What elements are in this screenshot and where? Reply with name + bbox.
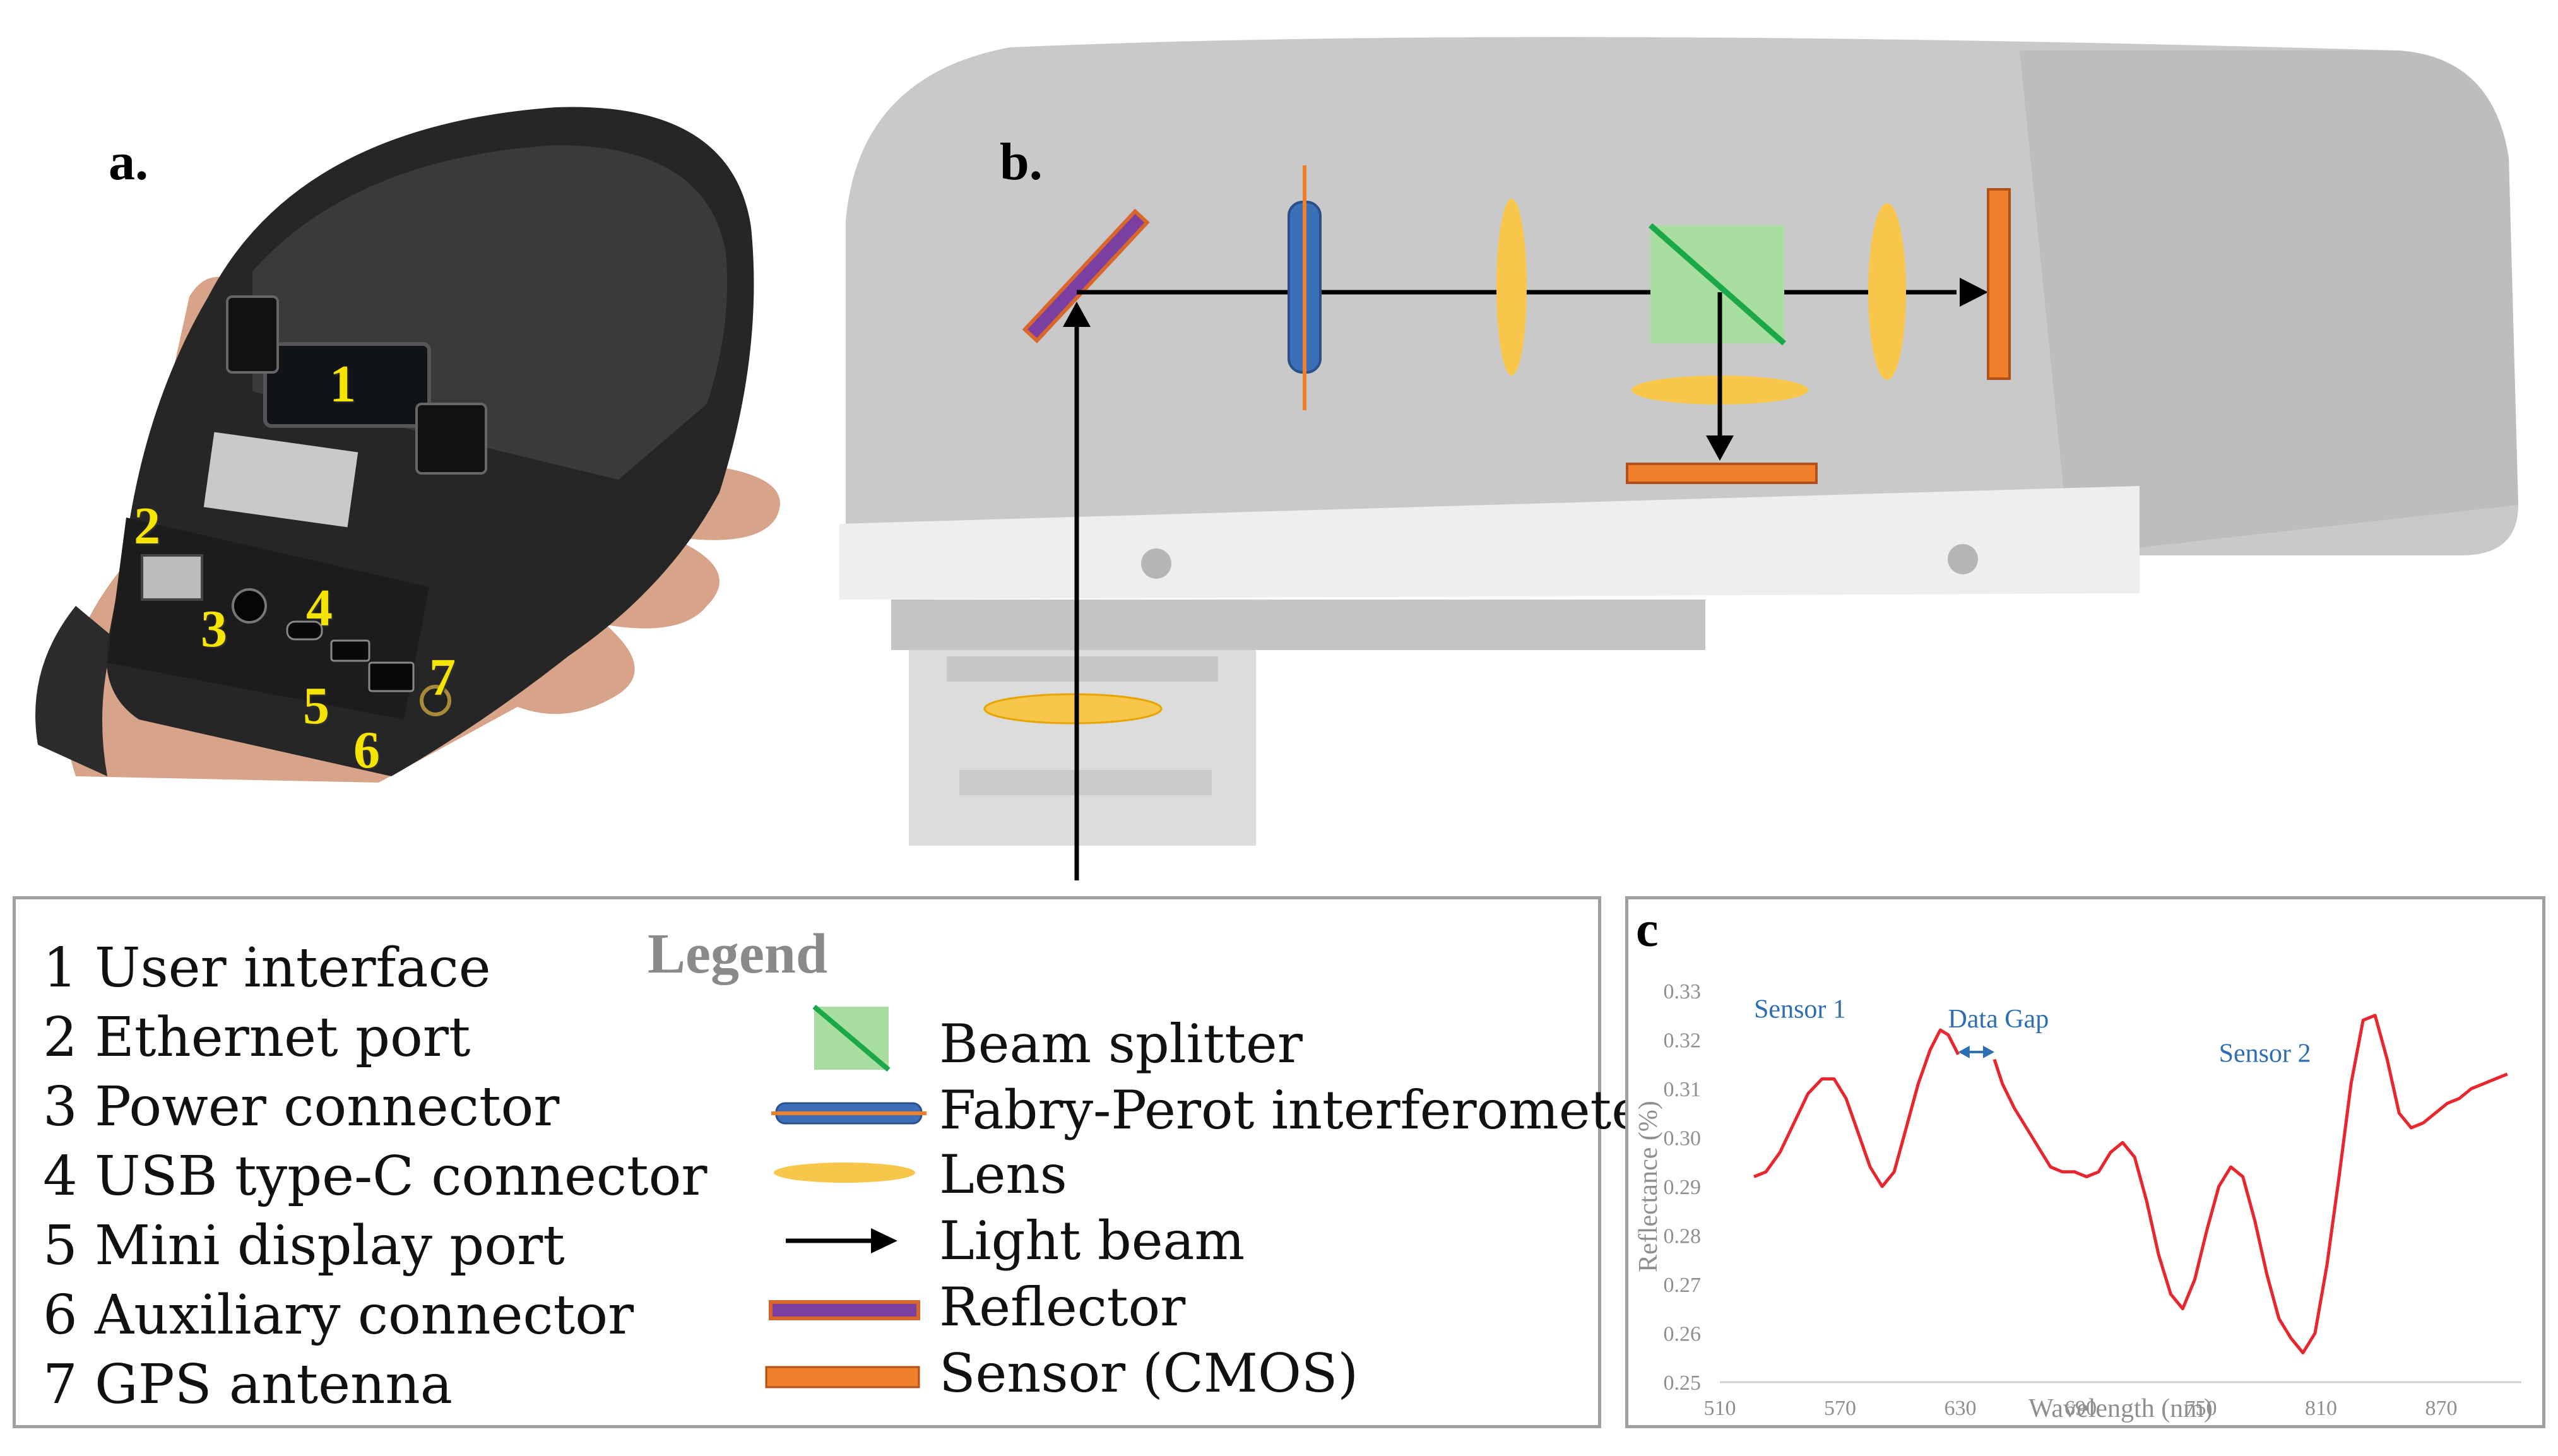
parts-item-4: 4 USB type-C connector — [43, 1145, 708, 1208]
gps-antenna — [420, 685, 451, 716]
panel-c-label: c — [1636, 902, 1659, 957]
lens-1 — [1496, 199, 1527, 376]
device-photo — [0, 0, 820, 802]
device-number-5: 5 — [303, 677, 329, 735]
auxiliary-connector — [368, 661, 415, 692]
parts-item-2: 2 Ethernet port — [43, 1006, 471, 1069]
device-number-1: 1 — [329, 355, 356, 413]
legend-label-reflector: Reflector — [939, 1276, 1186, 1338]
legend-label-fabry-perot: Fabry-Perot interferometer — [939, 1079, 1669, 1141]
beam-downward-arrowhead — [1706, 435, 1734, 461]
screw-right — [1948, 544, 1978, 574]
legend-title: Legend — [648, 923, 828, 985]
panel-b-label: b. — [1000, 133, 1043, 191]
y-tick-label: 0.30 — [1664, 1127, 1702, 1151]
reflector — [1022, 208, 1150, 343]
housing-lower — [891, 600, 1705, 650]
light-beam-icon — [786, 1228, 897, 1253]
beam-incoming-arrowhead — [1063, 302, 1091, 327]
y-tick-label: 0.27 — [1664, 1274, 1702, 1297]
legend-label-light-beam: Light beam — [939, 1210, 1245, 1272]
device-number-6: 6 — [353, 721, 380, 779]
fabry-perot-icon — [771, 1102, 927, 1125]
parts-item-1: 1 User interface — [43, 937, 491, 1000]
device-number-4: 4 — [306, 579, 333, 637]
button-left — [226, 295, 279, 374]
optics-schematic — [820, 0, 2558, 896]
data-gap-arrow — [1958, 1045, 1994, 1058]
reflectance-curve-sensor-1 — [1753, 1028, 1960, 1188]
front-lens — [983, 693, 1163, 725]
x-tick-label: 750 — [2185, 1397, 2217, 1420]
x-tick-label: 570 — [1824, 1397, 1856, 1420]
device-illustration — [35, 107, 780, 783]
reflector-icon — [769, 1300, 920, 1320]
mini-display-port — [330, 639, 370, 662]
y-tick-label: 0.31 — [1664, 1078, 1702, 1101]
legend-label-sensor: Sensor (CMOS) — [939, 1342, 1359, 1404]
annotation-sensor-2: Sensor 2 — [2219, 1039, 2311, 1068]
device-number-7: 7 — [429, 648, 456, 707]
power-connector — [232, 588, 267, 624]
x-tick-label: 690 — [2064, 1397, 2097, 1420]
beam-arrowhead-2 — [1960, 278, 1988, 307]
y-tick-label: 0.33 — [1664, 980, 1702, 1003]
sensor-vertical — [1987, 188, 2011, 380]
annotation-data-gap: Data Gap — [1948, 1005, 2049, 1034]
parts-item-6: 6 Auxiliary connector — [43, 1284, 634, 1347]
reflectance-curve-sensor-2 — [1993, 1014, 2508, 1354]
device-number-3: 3 — [201, 600, 227, 658]
ethernet-port — [141, 554, 203, 601]
y-axis-label: Reflectance (%) — [1634, 1101, 1663, 1272]
y-tick-label: 0.26 — [1664, 1323, 1702, 1346]
display-screen — [263, 342, 431, 428]
barrel-ring-1 — [947, 656, 1218, 682]
label-sticker — [203, 432, 358, 528]
front-lens-barrel — [909, 650, 1256, 846]
legend-box — [13, 896, 1601, 1428]
x-tick-labels: 510 570 630 690 750 810 870 — [1704, 1397, 2458, 1420]
panel-a-label: a. — [109, 133, 148, 191]
barrel-ring-2 — [959, 770, 1212, 795]
x-tick-label: 810 — [2305, 1397, 2337, 1420]
device-number-2: 2 — [134, 497, 160, 555]
lens-icon — [774, 1163, 915, 1183]
lens-2 — [1868, 203, 1906, 380]
sensor-icon — [765, 1366, 920, 1388]
data-gap-arrowhead — [1958, 1045, 1970, 1058]
parts-item-5: 5 Mini display port — [43, 1214, 565, 1277]
sleeve-shape — [35, 606, 114, 776]
x-tick-label: 630 — [1945, 1397, 1977, 1420]
screw-left — [1141, 548, 1171, 579]
button-right — [415, 403, 487, 475]
chart-box — [1625, 896, 2545, 1428]
legend-icons — [765, 1004, 927, 1388]
x-tick-label: 510 — [1704, 1397, 1736, 1420]
y-tick-label: 0.28 — [1664, 1225, 1702, 1248]
legend-label-beam-splitter: Beam splitter — [939, 1013, 1303, 1075]
beam-splitter-line — [1649, 223, 1786, 346]
x-tick-label: 870 — [2425, 1397, 2458, 1420]
y-tick-label: 0.25 — [1664, 1371, 1702, 1395]
sensor-horizontal — [1626, 463, 1818, 484]
y-tick-label: 0.32 — [1664, 1029, 1702, 1053]
parts-item-3: 3 Power connector — [43, 1075, 560, 1139]
annotation-sensor-1: Sensor 1 — [1754, 995, 1846, 1024]
x-axis-label: Wavelength (nm) — [2028, 1394, 2213, 1423]
usb-c-port — [286, 620, 323, 641]
housing-side — [2020, 50, 2518, 555]
y-tick-labels: 0.25 0.26 0.27 0.28 0.29 0.30 0.31 0.32 0.33 — [1664, 980, 1702, 1395]
legend-label-lens: Lens — [939, 1144, 1067, 1205]
beam-splitter-icon — [812, 1004, 891, 1072]
y-tick-label: 0.29 — [1664, 1176, 1702, 1199]
data-gap-arrowhead — [1982, 1045, 1994, 1058]
optics-svg — [839, 37, 2518, 880]
reflectance-chart: Wavelength (nm) Reflectance (%) 510 570 63… — [1634, 980, 2521, 1423]
parts-item-7: 7 GPS antenna — [43, 1353, 453, 1416]
